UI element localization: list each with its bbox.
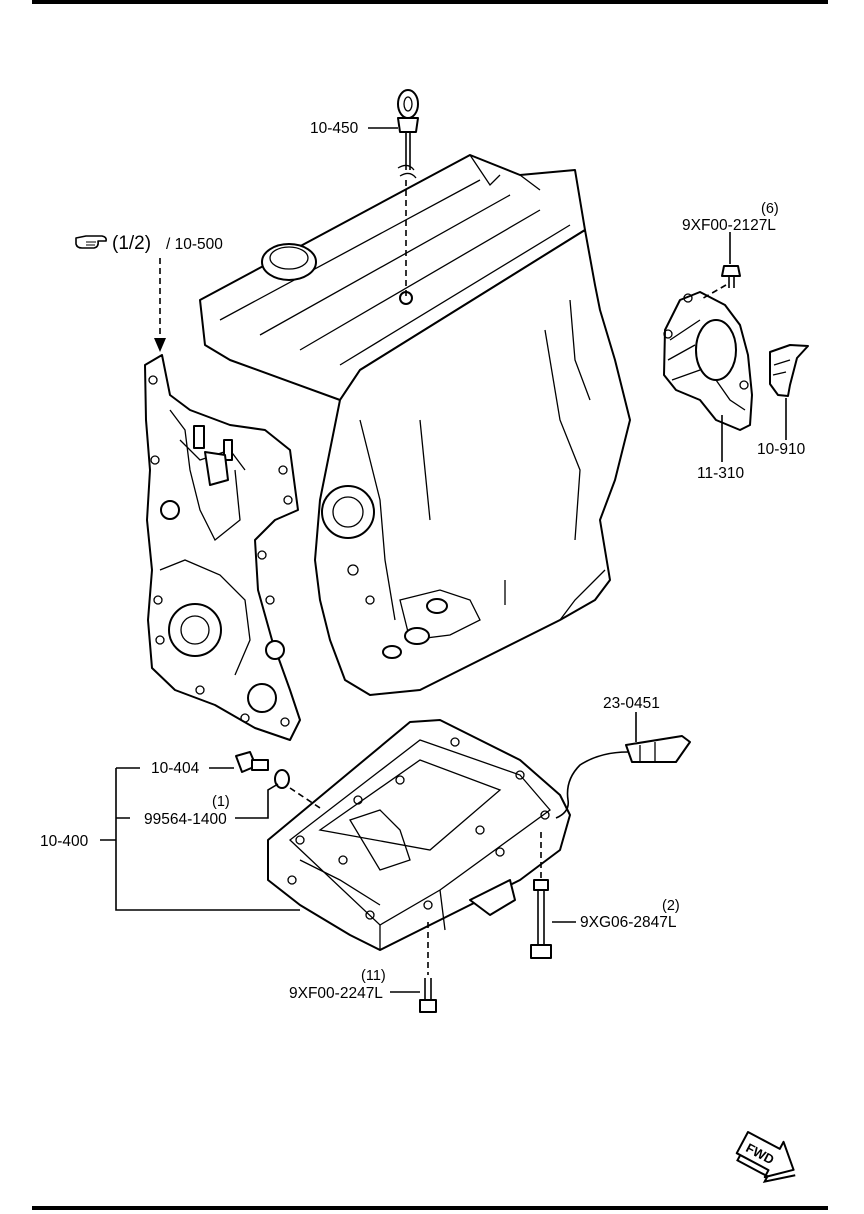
label-pan-bolt: 9XF00-2247L	[289, 985, 383, 1002]
label-long-bolt: 9XG06-2847L	[580, 914, 677, 931]
rear-cover-bolt	[721, 265, 741, 288]
label-bolt-rear-qty: (6)	[761, 201, 779, 217]
label-long-bolt-qty: (2)	[662, 898, 680, 914]
label-ref-page: (1/2)	[112, 233, 151, 254]
drain-plug	[235, 751, 269, 773]
dipstick	[397, 89, 419, 179]
oil-pan-bracket	[100, 767, 300, 911]
pointing-hand-icon	[75, 235, 107, 249]
label-dipstick: 10-450	[310, 120, 359, 137]
ref-arrowhead	[154, 338, 166, 352]
washer	[274, 769, 290, 789]
label-pan-bolt-qty: (11)	[361, 968, 386, 984]
label-oil-level-sensor: 23-0451	[603, 695, 660, 712]
label-drain-plug: 10-404	[151, 760, 200, 777]
label-oil-pan-assy: 10-400	[40, 833, 89, 850]
long-bolt	[530, 879, 552, 959]
washer-line	[235, 783, 279, 819]
drain-plug-leader	[289, 787, 321, 809]
pan-bolt	[419, 978, 437, 1013]
label-washer: 99564-1400	[144, 811, 227, 828]
rear-bolt-leader	[699, 284, 727, 301]
fwd-arrow-icon: FWD	[735, 1131, 796, 1184]
label-rear-seal: 10-910	[757, 441, 806, 458]
label-rear-cover: 11-310	[697, 465, 744, 482]
label-bolt-rear: 9XF00-2127L	[682, 217, 776, 234]
oil-pan	[267, 719, 571, 951]
rear-seal	[769, 344, 809, 397]
engine-block	[199, 154, 631, 696]
label-ref-part: / 10-500	[166, 236, 223, 253]
rear-cover	[663, 291, 753, 431]
oil-level-sensor	[555, 735, 691, 819]
label-washer-qty: (1)	[212, 794, 230, 810]
timing-chain-cover	[144, 354, 301, 741]
